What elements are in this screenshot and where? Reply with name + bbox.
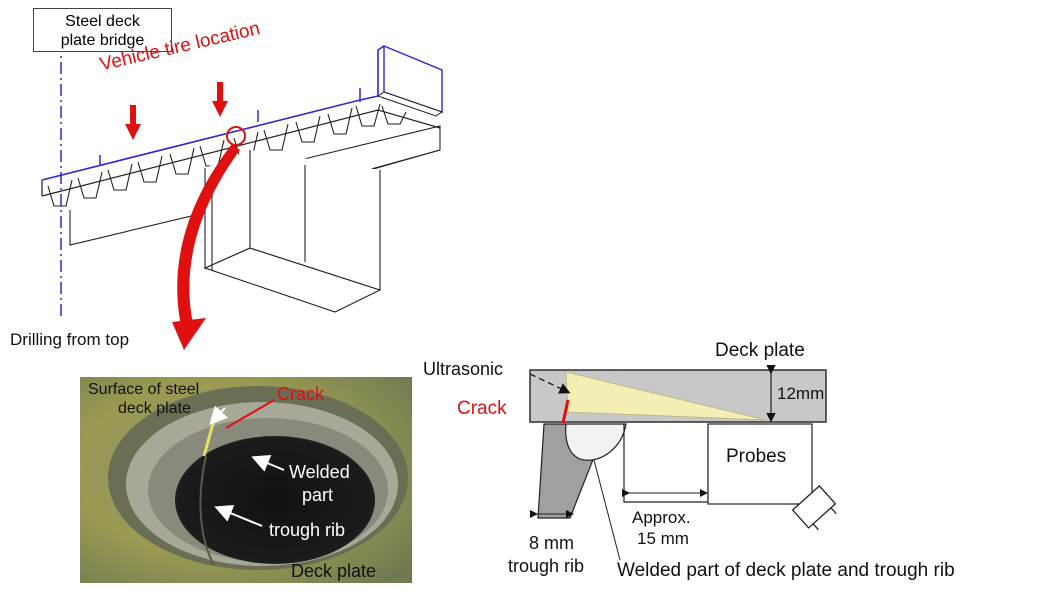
tire-arrow-left	[125, 105, 141, 140]
weld-leader	[593, 459, 621, 561]
photo-crack-line	[202, 419, 216, 457]
rib-thickness-label: 8 mm	[529, 533, 574, 553]
drill-target-circle	[226, 126, 246, 146]
approx-label-line2: 15 mm	[637, 529, 689, 548]
bridge-title-box: Steel deck plate bridge	[33, 8, 172, 52]
photo-welded-label-line2: part	[302, 485, 334, 505]
photo-surface-label-line1: Surface of steel	[88, 381, 200, 398]
probe-device	[791, 485, 837, 531]
approx-label-line1: Approx.	[632, 508, 691, 527]
trough-arrow	[214, 504, 263, 527]
section-crack-label: Crack	[457, 398, 507, 419]
photo-trough-rib-label: trough rib	[269, 520, 346, 540]
drill-hole-photo	[80, 377, 412, 583]
ultrasonic-label: Ultrasonic	[423, 359, 504, 379]
probes-label: Probes	[726, 446, 787, 467]
bridge-title-line2: plate bridge	[60, 32, 145, 49]
section-deck-plate-label: Deck plate	[715, 340, 805, 361]
pier-box	[203, 150, 382, 313]
photo-welded-label-line1: Welded	[289, 462, 350, 482]
drill-curved-arrow	[172, 144, 240, 350]
section-crack-line	[561, 399, 570, 424]
weld-bead	[565, 423, 627, 461]
rib-label: trough rib	[508, 556, 585, 576]
crack-arrow	[225, 399, 275, 429]
drilling-label: Drilling from top	[10, 330, 130, 349]
bridge-title-line1: Steel deck	[65, 13, 140, 30]
thickness-label: 12mm	[777, 384, 825, 403]
cross-section-diagram	[529, 364, 837, 561]
deck-top-edge	[41, 45, 385, 181]
photo-surface-label-line2: deck plate	[118, 400, 191, 417]
welded-caption: Welded part of deck plate and trough rib	[617, 560, 955, 581]
hole-interior	[175, 436, 375, 564]
surface-arrow	[209, 405, 229, 425]
ultrasonic-arrow	[529, 373, 571, 394]
photo-deck-plate-label: Deck plate	[291, 561, 377, 581]
tire-arrow-right	[212, 82, 228, 117]
bridge-overview	[41, 40, 444, 350]
welded-arrow	[251, 455, 285, 472]
probe-box	[707, 423, 813, 505]
probes-outline	[623, 424, 709, 503]
photo-crack-label: Crack	[277, 384, 325, 404]
